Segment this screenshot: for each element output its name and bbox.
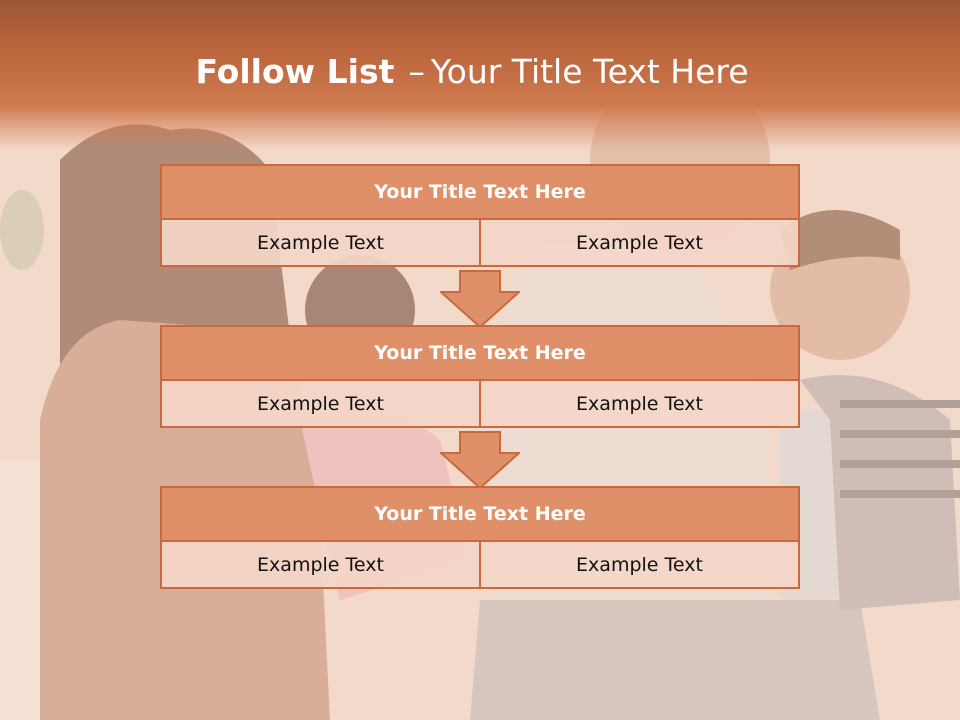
block-cell-left: Example Text — [160, 218, 481, 267]
page-title: Follow List–Your Title Text Here — [0, 52, 944, 91]
block-cell-left: Example Text — [160, 379, 481, 428]
title-bold-part: Follow List — [195, 52, 395, 91]
down-arrow-icon — [440, 270, 520, 328]
block-cell-left: Example Text — [160, 540, 481, 589]
block-row: Example Text Example Text — [160, 379, 800, 428]
block-cell-right: Example Text — [479, 218, 800, 267]
block-cell-right: Example Text — [479, 379, 800, 428]
block-cell-right: Example Text — [479, 540, 800, 589]
block-title: Your Title Text Here — [160, 164, 800, 220]
title-dash: – — [408, 52, 425, 91]
down-arrow-icon — [440, 431, 520, 489]
block-title: Your Title Text Here — [160, 325, 800, 381]
flow-block-2: Your Title Text Here Example Text Exampl… — [160, 325, 800, 428]
flow-block-1: Your Title Text Here Example Text Exampl… — [160, 164, 800, 267]
title-rest: Your Title Text Here — [430, 52, 749, 91]
block-row: Example Text Example Text — [160, 540, 800, 589]
block-row: Example Text Example Text — [160, 218, 800, 267]
block-title: Your Title Text Here — [160, 486, 800, 542]
flow-block-3: Your Title Text Here Example Text Exampl… — [160, 486, 800, 589]
title-band — [0, 0, 960, 150]
